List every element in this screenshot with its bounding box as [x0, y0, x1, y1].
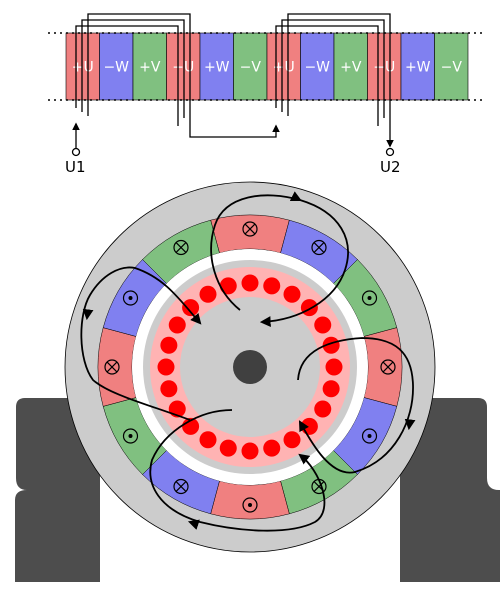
strip-slot-cell [132, 32, 167, 101]
rotor-bar [241, 274, 259, 292]
rotor-bar [314, 400, 332, 418]
rotor-bar [199, 431, 217, 449]
rotor-bar [199, 285, 217, 303]
conductor-cross-symbol [173, 239, 189, 256]
flux-loop-right [297, 337, 414, 474]
rotor-bar [300, 299, 318, 317]
winding-strip: +U−W+V−U+W−V+U−W+V−U+W−V U1 U2 [48, 13, 482, 176]
rotor-bar [263, 439, 281, 457]
flux-loop-bottom [149, 409, 326, 532]
conductor-cross-symbol [173, 478, 189, 495]
strip-slot-label: −V [240, 60, 262, 76]
conductor-cross-symbol [380, 359, 396, 375]
strip-slot-label: +W [405, 60, 431, 76]
rotor-bar [325, 358, 343, 376]
strip-slot-label: +U [72, 60, 94, 76]
terminal-u1-label: U1 [65, 158, 86, 176]
rotor-bar [219, 439, 237, 457]
strip-slot-cell [300, 32, 335, 101]
strip-slot-label: +W [204, 60, 230, 76]
terminal-u2-pin [385, 147, 395, 157]
inter-group-connection [189, 112, 280, 138]
rotor-bar [322, 336, 340, 354]
rotor-bar [283, 285, 301, 303]
rotor-bar [157, 358, 175, 376]
strip-slot-label: −W [103, 60, 129, 76]
conductor-dot-symbol [242, 497, 258, 513]
slot-cells [65, 32, 469, 101]
rotor-bar [182, 299, 200, 317]
strip-slot-cell [333, 32, 368, 101]
flux-loop-left [80, 266, 202, 421]
rotor-bar [160, 380, 178, 398]
strip-slot-label: −U [172, 60, 194, 76]
conductor-dot-symbol [122, 428, 139, 444]
mounting-base [15, 398, 500, 582]
conductor-cross-symbol [104, 359, 120, 375]
strip-slot-label: +V [340, 60, 362, 76]
strip-slot-cell [199, 32, 234, 101]
rotor-bar [219, 277, 237, 295]
motor-cross-section [15, 181, 500, 582]
stator-slot [210, 480, 290, 520]
coil-group-left [75, 13, 191, 126]
strip-slot-cell [233, 32, 268, 101]
conductor-cross-symbol [311, 239, 327, 256]
terminal-u2-label: U2 [380, 158, 401, 176]
rotor-bar [160, 336, 178, 354]
terminal-u1-pin [71, 147, 81, 157]
conductor-dot-symbol [361, 290, 378, 306]
rotor-bar [314, 316, 332, 334]
strip-slot-label: −W [304, 60, 330, 76]
conductor-dot-symbol [361, 428, 378, 444]
stator-slot [363, 327, 403, 407]
strip-slot-cell [99, 32, 134, 101]
rotor-bar [283, 431, 301, 449]
rotor-bar [322, 380, 340, 398]
flux-lines [80, 191, 416, 532]
conductor-symbols [104, 221, 396, 513]
strip-slot-label: −V [441, 60, 463, 76]
strip-slot-cell [434, 32, 469, 101]
rotor-bar [263, 277, 281, 295]
strip-slot-cell [166, 32, 201, 101]
strip-slot-label: +U [273, 60, 295, 76]
coil-group-right [275, 13, 391, 126]
conductor-dot-symbol [122, 290, 139, 306]
shaft [233, 350, 267, 384]
stator-slot [210, 214, 290, 254]
strip-slot-label: +V [139, 60, 161, 76]
rotor-bar [168, 316, 186, 334]
strip-slot-cell [65, 32, 100, 101]
conductor-cross-symbol [242, 221, 258, 237]
rotor-bar [241, 442, 259, 460]
